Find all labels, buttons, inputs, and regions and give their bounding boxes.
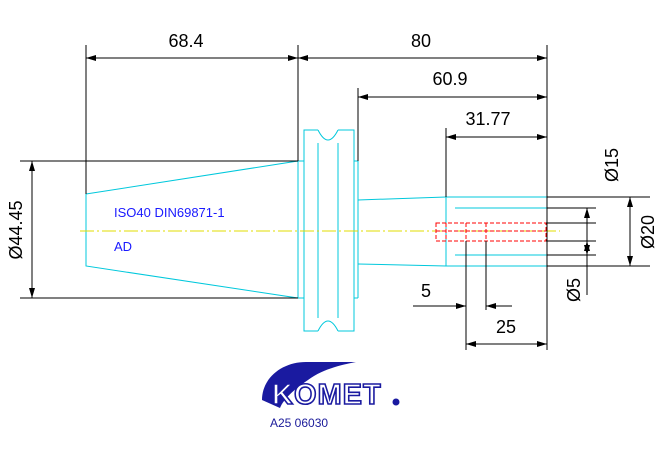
taper-shank (85, 160, 299, 299)
hidden-bore (435, 222, 547, 242)
part-outline (85, 129, 548, 332)
dim-dia-20: Ø20 (638, 215, 658, 249)
dim-60-9: 60.9 (432, 69, 467, 89)
komet-logo: KOMET (262, 362, 400, 412)
dim-dia-15: Ø15 (602, 148, 622, 182)
dim-5: 5 (421, 281, 431, 301)
dim-31-77: 31.77 (465, 109, 510, 129)
dim-dia-5: Ø5 (564, 278, 584, 302)
dimension-lines (20, 45, 650, 350)
form-label: AD (114, 239, 132, 254)
registered-mark-icon (392, 398, 400, 406)
dim-68-4: 68.4 (168, 31, 203, 51)
logo-text: KOMET (272, 379, 382, 411)
extension-body (357, 196, 548, 267)
dim-25: 25 (496, 317, 516, 337)
article-code: A25 06030 (270, 416, 328, 430)
standard-label: ISO40 DIN69871-1 (114, 205, 225, 220)
dim-80: 80 (411, 31, 431, 51)
dim-dia-44-45: Ø44.45 (6, 200, 26, 259)
logo-swoosh-icon (262, 362, 356, 408)
